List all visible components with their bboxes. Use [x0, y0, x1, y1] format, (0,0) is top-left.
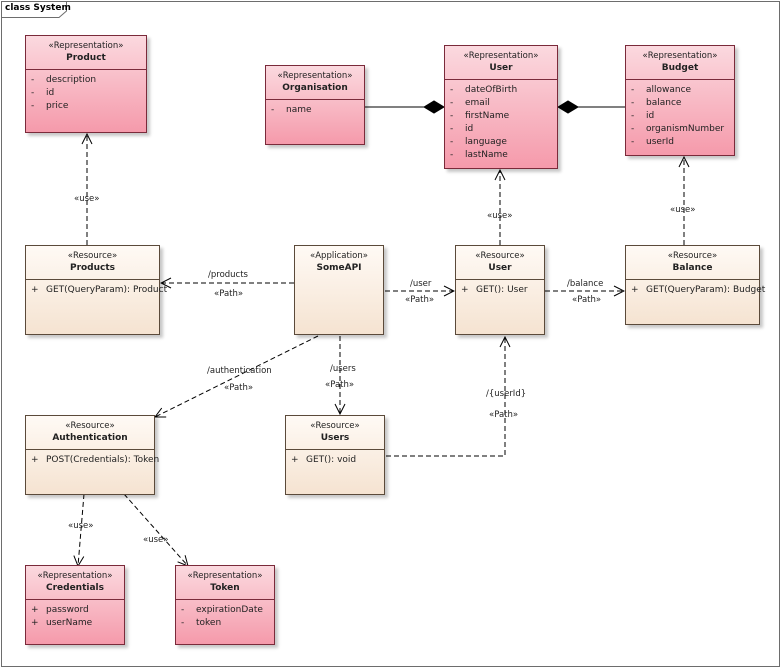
class-users-resource[interactable]: «Resource» Users +GET(): void	[285, 415, 385, 495]
class-name: User	[488, 263, 512, 273]
attribute-list: -expirationDate -token	[176, 600, 274, 630]
class-stereotype: «Representation»	[48, 41, 124, 51]
composition-diamond-budget	[557, 100, 579, 114]
path-someapi-authentication	[155, 335, 319, 417]
label-user-path: /user	[410, 279, 432, 289]
label-products-path-stereotype: «Path»	[214, 289, 244, 299]
label-user-path-stereotype: «Path»	[405, 295, 435, 305]
operation-list: +GET(): User	[456, 280, 544, 297]
class-user-representation[interactable]: «Representation» User -dateOfBirth -email…	[444, 45, 558, 169]
operation-row: +POST(Credentials): Token	[31, 455, 160, 465]
label-userid-path-stereotype: «Path»	[489, 410, 519, 420]
class-name: Credentials	[45, 583, 104, 593]
class-stereotype: «Representation»	[463, 51, 539, 61]
label-use-balance: «use»	[670, 205, 696, 215]
attribute-row: -firstName	[450, 111, 510, 121]
class-stereotype: «Representation»	[37, 571, 113, 581]
operation-list: +POST(Credentials): Token	[26, 450, 160, 467]
label-authentication-path: /authentication	[207, 366, 272, 376]
label-users-path: /users	[330, 364, 356, 374]
attribute-row: -name	[271, 105, 312, 115]
operation-row: +GET(): User	[461, 285, 528, 295]
label-use-user: «use»	[487, 211, 513, 221]
attribute-row: -price	[31, 101, 69, 111]
label-use-products: «use»	[74, 194, 100, 204]
class-name: Users	[320, 433, 350, 443]
attribute-row: -email	[450, 98, 490, 108]
class-name: Budget	[661, 63, 699, 73]
frame-title: class System	[5, 3, 71, 13]
operation-list: +GET(): void	[286, 450, 384, 467]
class-name: Authentication	[52, 433, 128, 443]
class-name: Products	[69, 263, 116, 273]
class-authentication-resource[interactable]: «Resource» Authentication +POST(Credentia…	[25, 415, 160, 495]
attribute-row: +password	[31, 605, 89, 615]
class-stereotype: «Representation»	[187, 571, 263, 581]
operation-row: +GET(QueryParam): Budget	[631, 285, 766, 295]
class-products-resource[interactable]: «Resource» Products +GET(QueryParam): Pro…	[25, 245, 168, 335]
class-stereotype: «Representation»	[642, 51, 718, 61]
attribute-row: -allowance	[631, 85, 692, 95]
class-name: Organisation	[282, 83, 348, 93]
attribute-row: -userId	[631, 137, 674, 147]
class-stereotype: «Application»	[310, 251, 368, 261]
operation-list: +GET(QueryParam): Product	[26, 280, 168, 297]
attribute-row: -dateOfBirth	[450, 85, 518, 95]
composition-diamond-organisation	[423, 100, 445, 114]
attribute-list: -allowance -balance -id -organismNumber …	[626, 80, 734, 149]
attribute-row: -lastName	[450, 150, 508, 160]
class-name: Product	[66, 53, 106, 63]
label-use-token: «use»	[143, 535, 169, 545]
label-balance-path-stereotype: «Path»	[572, 295, 602, 305]
label-users-path-stereotype: «Path»	[325, 380, 355, 390]
attribute-row: -organismNumber	[631, 124, 725, 134]
class-name: SomeAPI	[316, 263, 362, 273]
label-balance-path: /balance	[567, 279, 604, 289]
attribute-row: -balance	[631, 98, 682, 108]
class-balance-resource[interactable]: «Resource» Balance +GET(QueryParam): Budg…	[625, 245, 766, 325]
attribute-list: -dateOfBirth -email -firstName -id -lang…	[445, 80, 557, 162]
attribute-row: +userName	[31, 618, 93, 628]
attribute-row: -language	[450, 137, 507, 147]
label-userid-path: /{userId}	[486, 389, 527, 399]
attribute-list: -name	[266, 100, 364, 117]
class-token[interactable]: «Representation» Token -expirationDate -t…	[175, 565, 275, 645]
attribute-row: -description	[31, 75, 97, 85]
attribute-row: -token	[181, 618, 222, 628]
operation-row: +GET(): void	[291, 455, 357, 465]
class-someapi-application[interactable]: «Application» SomeAPI	[294, 245, 384, 335]
class-name: User	[489, 63, 513, 73]
attribute-row: -id	[450, 124, 474, 134]
class-user-resource[interactable]: «Resource» User +GET(): User	[455, 245, 545, 335]
class-name: Balance	[672, 263, 713, 273]
use-authentication-token	[123, 493, 188, 566]
class-organisation[interactable]: «Representation» Organisation -name	[265, 65, 365, 145]
class-product[interactable]: «Representation» Product -description -id…	[25, 35, 147, 133]
attribute-list: -description -id -price	[26, 70, 146, 113]
operation-list: +GET(QueryParam): Budget	[626, 280, 766, 297]
class-stereotype: «Resource»	[65, 421, 115, 431]
attribute-row: -id	[31, 88, 55, 98]
attribute-row: -expirationDate	[181, 605, 263, 615]
label-authentication-path-stereotype: «Path»	[224, 383, 254, 393]
class-credentials[interactable]: «Representation» Credentials +password +u…	[25, 565, 125, 645]
class-stereotype: «Resource»	[667, 251, 718, 261]
label-use-credentials: «use»	[68, 521, 94, 531]
label-products-path: /products	[208, 270, 248, 280]
class-name: Token	[210, 583, 240, 593]
attribute-row: -id	[631, 111, 655, 121]
use-authentication-credentials	[78, 493, 85, 566]
class-stereotype: «Representation»	[277, 71, 353, 81]
class-budget[interactable]: «Representation» Budget -allowance -balan…	[625, 45, 735, 156]
operation-row: +GET(QueryParam): Product	[31, 285, 168, 295]
class-stereotype: «Resource»	[310, 421, 360, 431]
class-stereotype: «Resource»	[67, 251, 118, 261]
frame-title-tab	[1, 1, 67, 18]
class-stereotype: «Resource»	[475, 251, 525, 261]
attribute-list: +password +userName	[26, 600, 124, 630]
